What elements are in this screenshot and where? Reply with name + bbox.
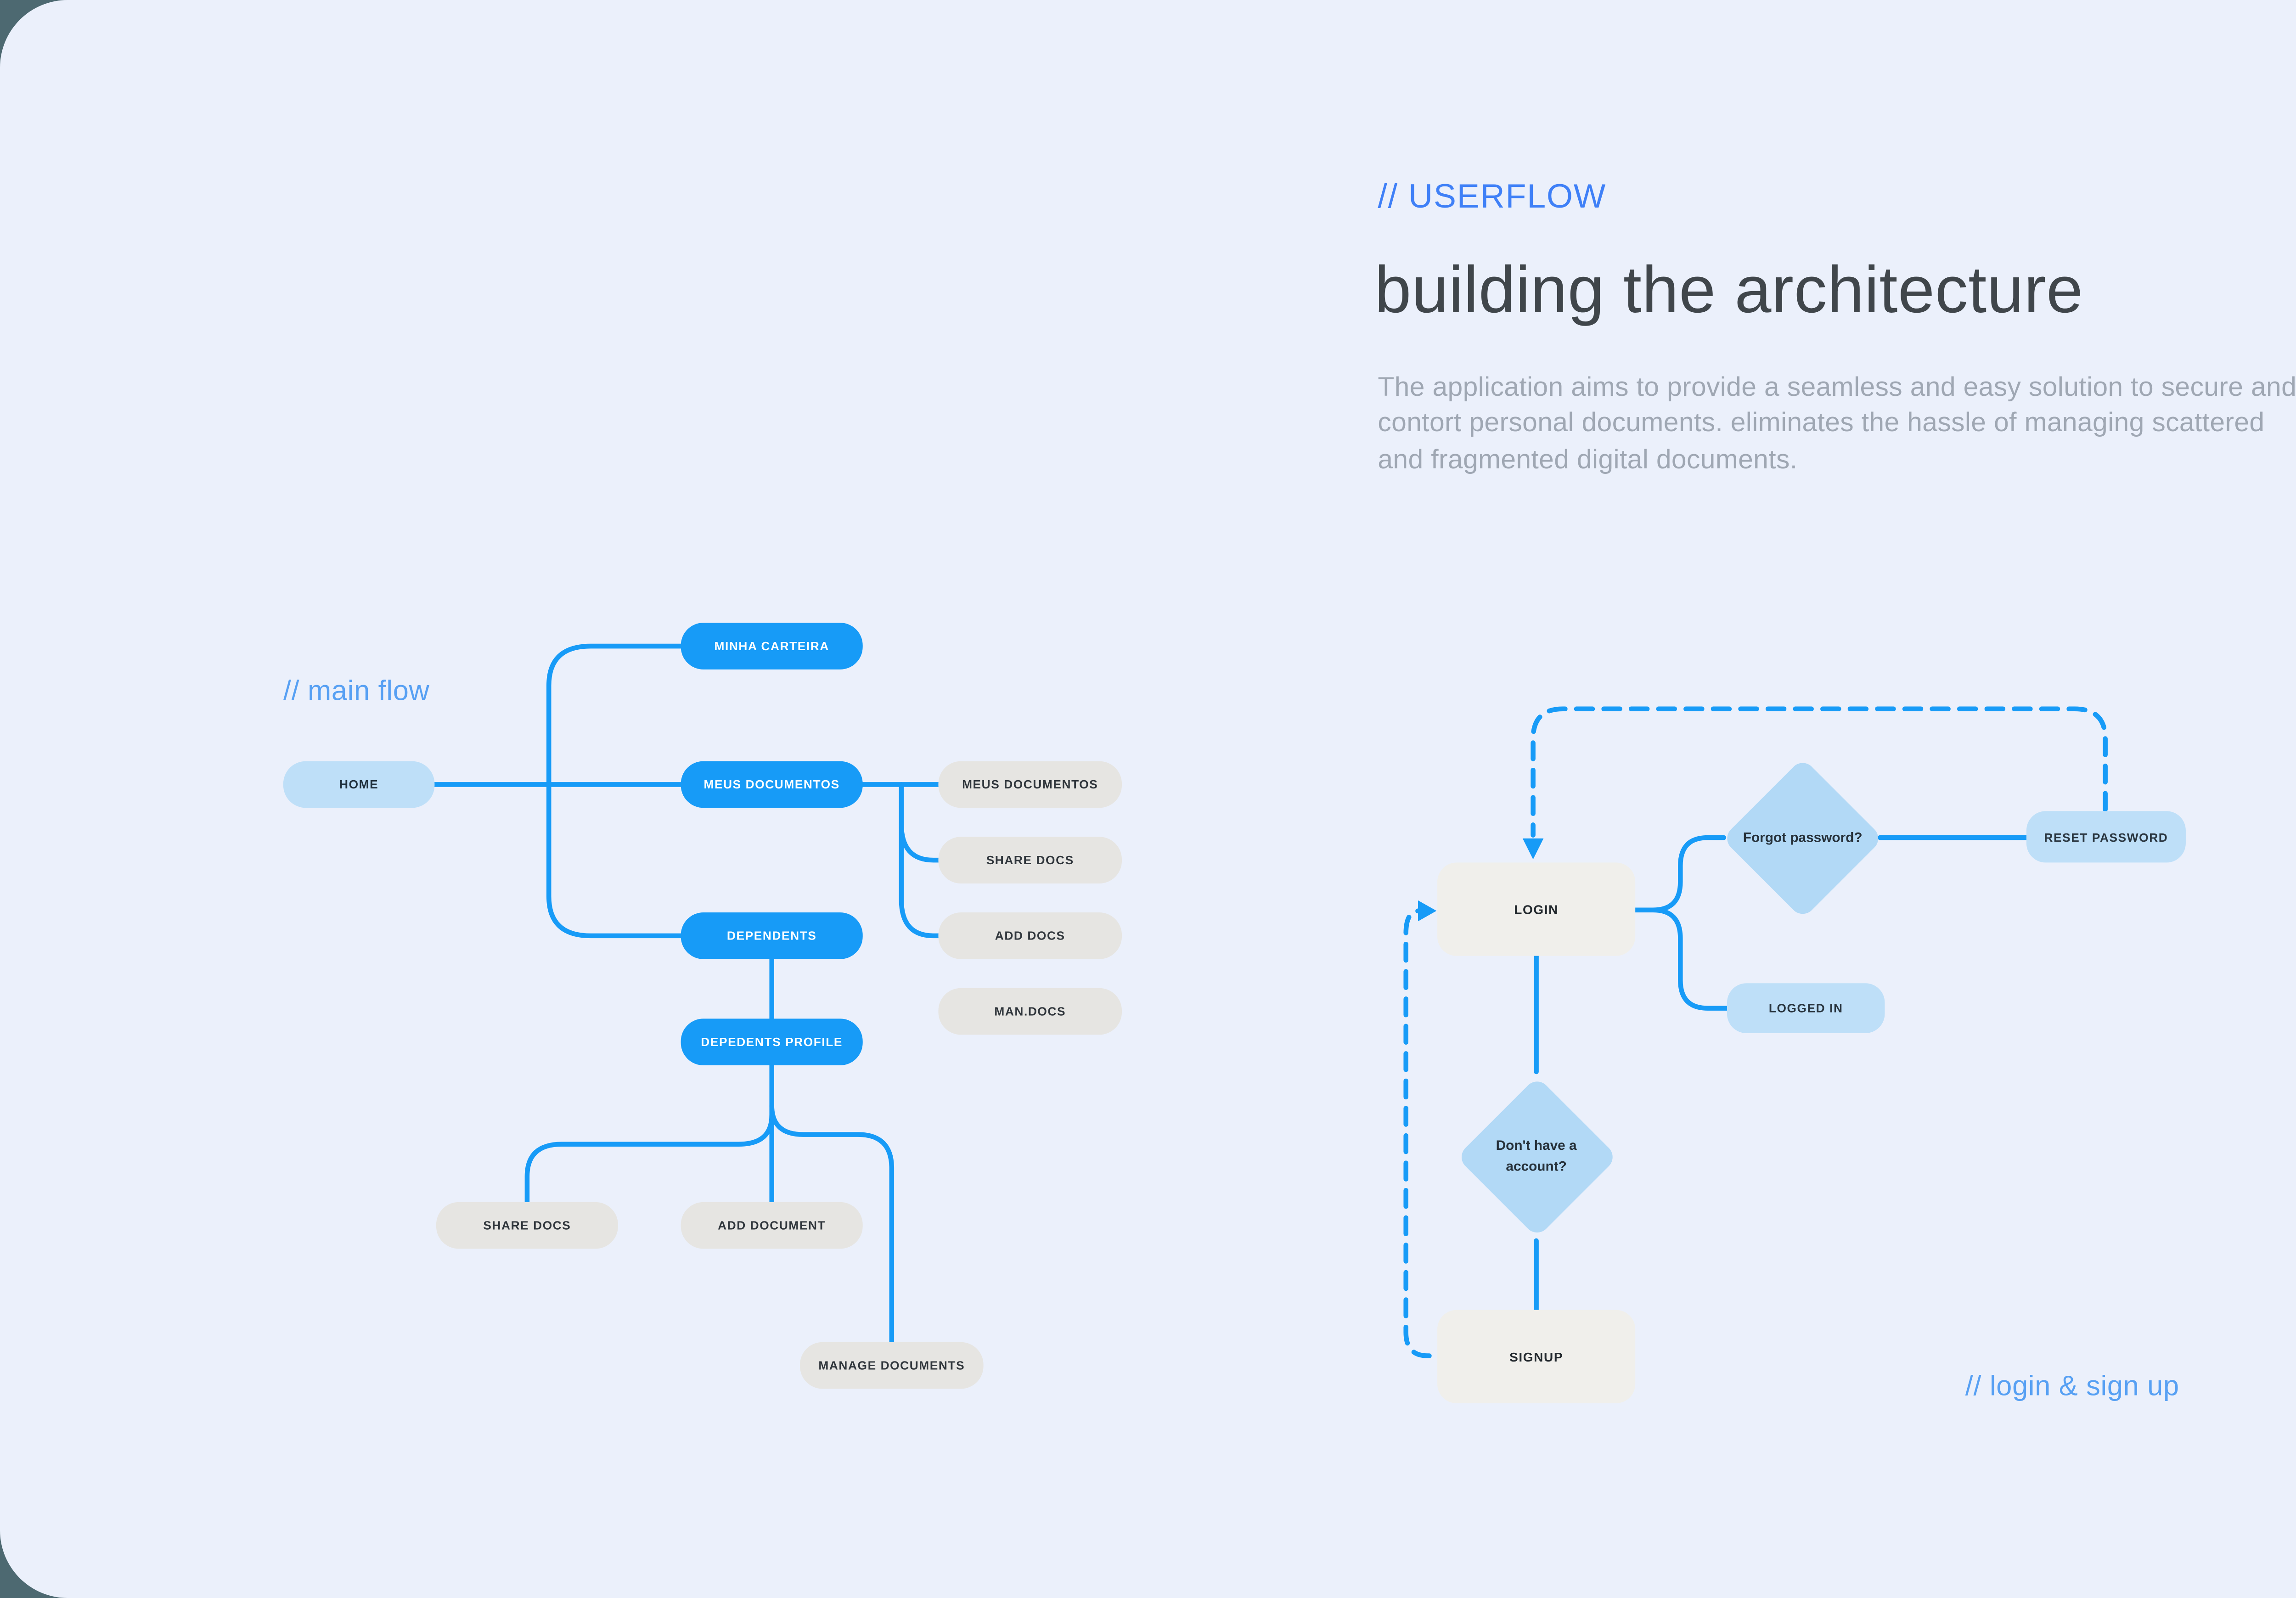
edge-reset-login-dashed (1531, 706, 2108, 838)
main-flow-label: // main flow (283, 674, 430, 707)
node-home: HOME (283, 761, 435, 808)
arrow-down-icon (1522, 838, 1544, 860)
node-add-docs: ADD DOCS (938, 912, 1122, 959)
node-add-document: ADD DOCUMENT (681, 1202, 863, 1249)
node-depedents-profile: DEPEDENTS PROFILE (681, 1018, 863, 1065)
arrowheads (1418, 838, 1544, 922)
node-meus-documentos: MEUS DOCUMENTOS (681, 761, 863, 808)
node-login: LOGIN (1437, 862, 1636, 956)
edge-sub-sharedocs (899, 782, 941, 863)
node-share-docs: SHARE DOCS (938, 837, 1122, 883)
edge-signup-login-dashed (1403, 908, 1432, 1358)
node-man-docs: MAN.DOCS (938, 988, 1122, 1035)
section-eyebrow: // USERFLOW (1378, 178, 1607, 216)
edge-junction-dependents (546, 782, 683, 939)
node-manage-documents: MANAGE DOCUMENTS (800, 1342, 984, 1389)
node-dependents: DEPENDENTS (681, 912, 863, 959)
edge-profile-managedocuments (769, 1103, 895, 1345)
node-no-account: Don't have a account? (1455, 1072, 1617, 1241)
node-signup: SIGNUP (1437, 1310, 1636, 1403)
edge-junction-minhacarteira (546, 643, 683, 787)
node-minha-carteira: MINHA CARTEIRA (681, 623, 863, 670)
dashed-connectors (1403, 706, 2108, 1358)
edge-login-loggedin (1650, 907, 1730, 1011)
arrow-right-icon (1418, 900, 1437, 922)
node-reset-password: RESET PASSWORD (2026, 811, 2186, 863)
login-flow-label: // login & sign up (1965, 1369, 2179, 1402)
page-title: building the architecture (1374, 253, 2083, 327)
edge-sub-adddocs (899, 822, 941, 939)
node-logged-in: LOGGED IN (1727, 983, 1885, 1033)
node-share-docs-profile: SHARE DOCS (436, 1202, 618, 1249)
node-forgot-password: Forgot password? (1722, 753, 1884, 922)
decision-label: Forgot password? (1743, 828, 1863, 844)
edge-login-forgot (1650, 835, 1727, 913)
page-description: The application aims to provide a seamle… (1378, 371, 2296, 475)
solid-connectors (432, 643, 2029, 1345)
decision-label: Don't have a account? (1496, 1136, 1577, 1174)
node-meus-documentos-sub: MEUS DOCUMENTOS (938, 761, 1122, 808)
edge-profile-sharedocs (524, 1113, 774, 1205)
